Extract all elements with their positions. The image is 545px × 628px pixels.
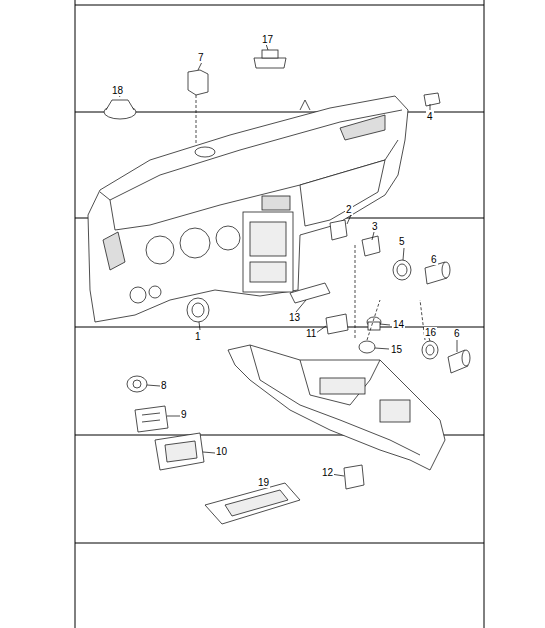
callout-number: 11 <box>305 328 317 339</box>
callout-number: 8 <box>160 380 168 391</box>
callout-number: 19 <box>257 477 270 488</box>
callout-number: 9 <box>180 409 188 420</box>
callout-number: 17 <box>261 34 274 45</box>
callout-number: 1 <box>194 331 202 342</box>
callout-number: 6 <box>453 328 461 339</box>
callout-number: 3 <box>371 221 379 232</box>
callout-number: 5 <box>398 236 406 247</box>
callout-number: 10 <box>215 446 228 457</box>
callout-number: 6 <box>430 254 438 265</box>
callout-number: 16 <box>424 327 437 338</box>
callout-number: 14 <box>392 319 405 330</box>
callout-number: 7 <box>197 52 205 63</box>
callout-number: 18 <box>111 85 124 96</box>
callout-number: 13 <box>288 312 301 323</box>
callout-number: 4 <box>426 111 434 122</box>
callout-number: 2 <box>345 204 353 215</box>
callout-number: 12 <box>321 467 334 478</box>
callout-number: 15 <box>390 344 403 355</box>
